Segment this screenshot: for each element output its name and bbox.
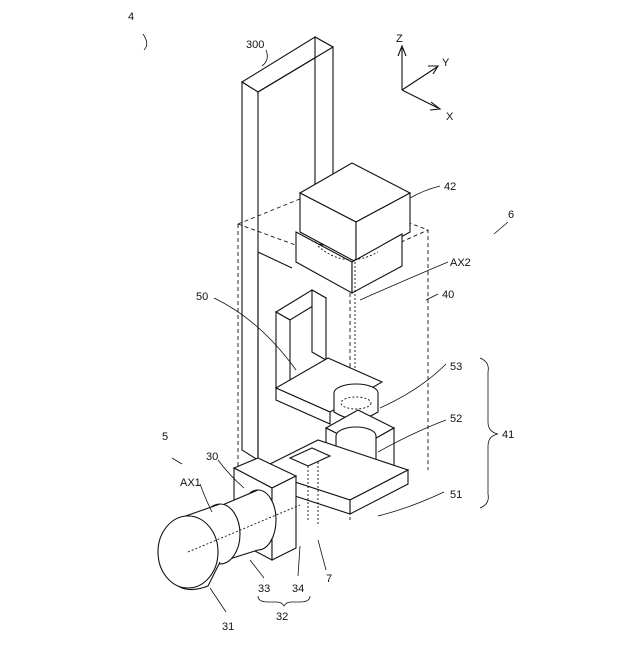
leader-300 (262, 50, 267, 66)
brace-32 (258, 596, 310, 606)
y-axis-label: Y (442, 57, 450, 69)
label-6: 6 (508, 209, 514, 221)
leader-51 (378, 492, 444, 516)
leader-7 (318, 540, 326, 570)
label-52: 52 (450, 413, 462, 425)
leader-5 (172, 458, 182, 464)
panel-edge (242, 82, 258, 460)
leader-34 (298, 546, 300, 576)
x-axis-label: X (446, 111, 454, 123)
leader-6 (494, 222, 508, 234)
z-axis-label: Z (396, 33, 403, 45)
bracket-upright-side (312, 290, 326, 360)
label-5: 5 (162, 431, 168, 443)
label-31: 31 (222, 621, 234, 633)
label-ax2: AX2 (450, 257, 471, 269)
leader-4 (143, 34, 147, 50)
leader-53 (380, 364, 446, 408)
label-42: 42 (444, 181, 456, 193)
leader-31 (210, 588, 226, 612)
label-ax1: AX1 (180, 477, 201, 489)
y-axis (402, 67, 437, 90)
leader-33 (250, 560, 264, 578)
leader-ax1 (200, 484, 212, 512)
label-4: 4 (128, 11, 134, 23)
label-50: 50 (196, 291, 208, 303)
label-53: 53 (450, 361, 462, 373)
coordinate-axes: Z Y X (396, 33, 454, 123)
leader-42 (410, 186, 440, 198)
label-41: 41 (502, 429, 514, 441)
back-wall-top (258, 252, 292, 268)
label-51: 51 (450, 489, 462, 501)
label-7: 7 (326, 573, 332, 585)
label-300: 300 (246, 39, 264, 51)
label-32: 32 (276, 611, 288, 623)
label-34: 34 (292, 583, 304, 595)
x-axis (402, 90, 438, 108)
label-30: 30 (206, 451, 218, 463)
brace-41 (480, 358, 498, 508)
label-33: 33 (258, 583, 270, 595)
label-40: 40 (442, 289, 454, 301)
